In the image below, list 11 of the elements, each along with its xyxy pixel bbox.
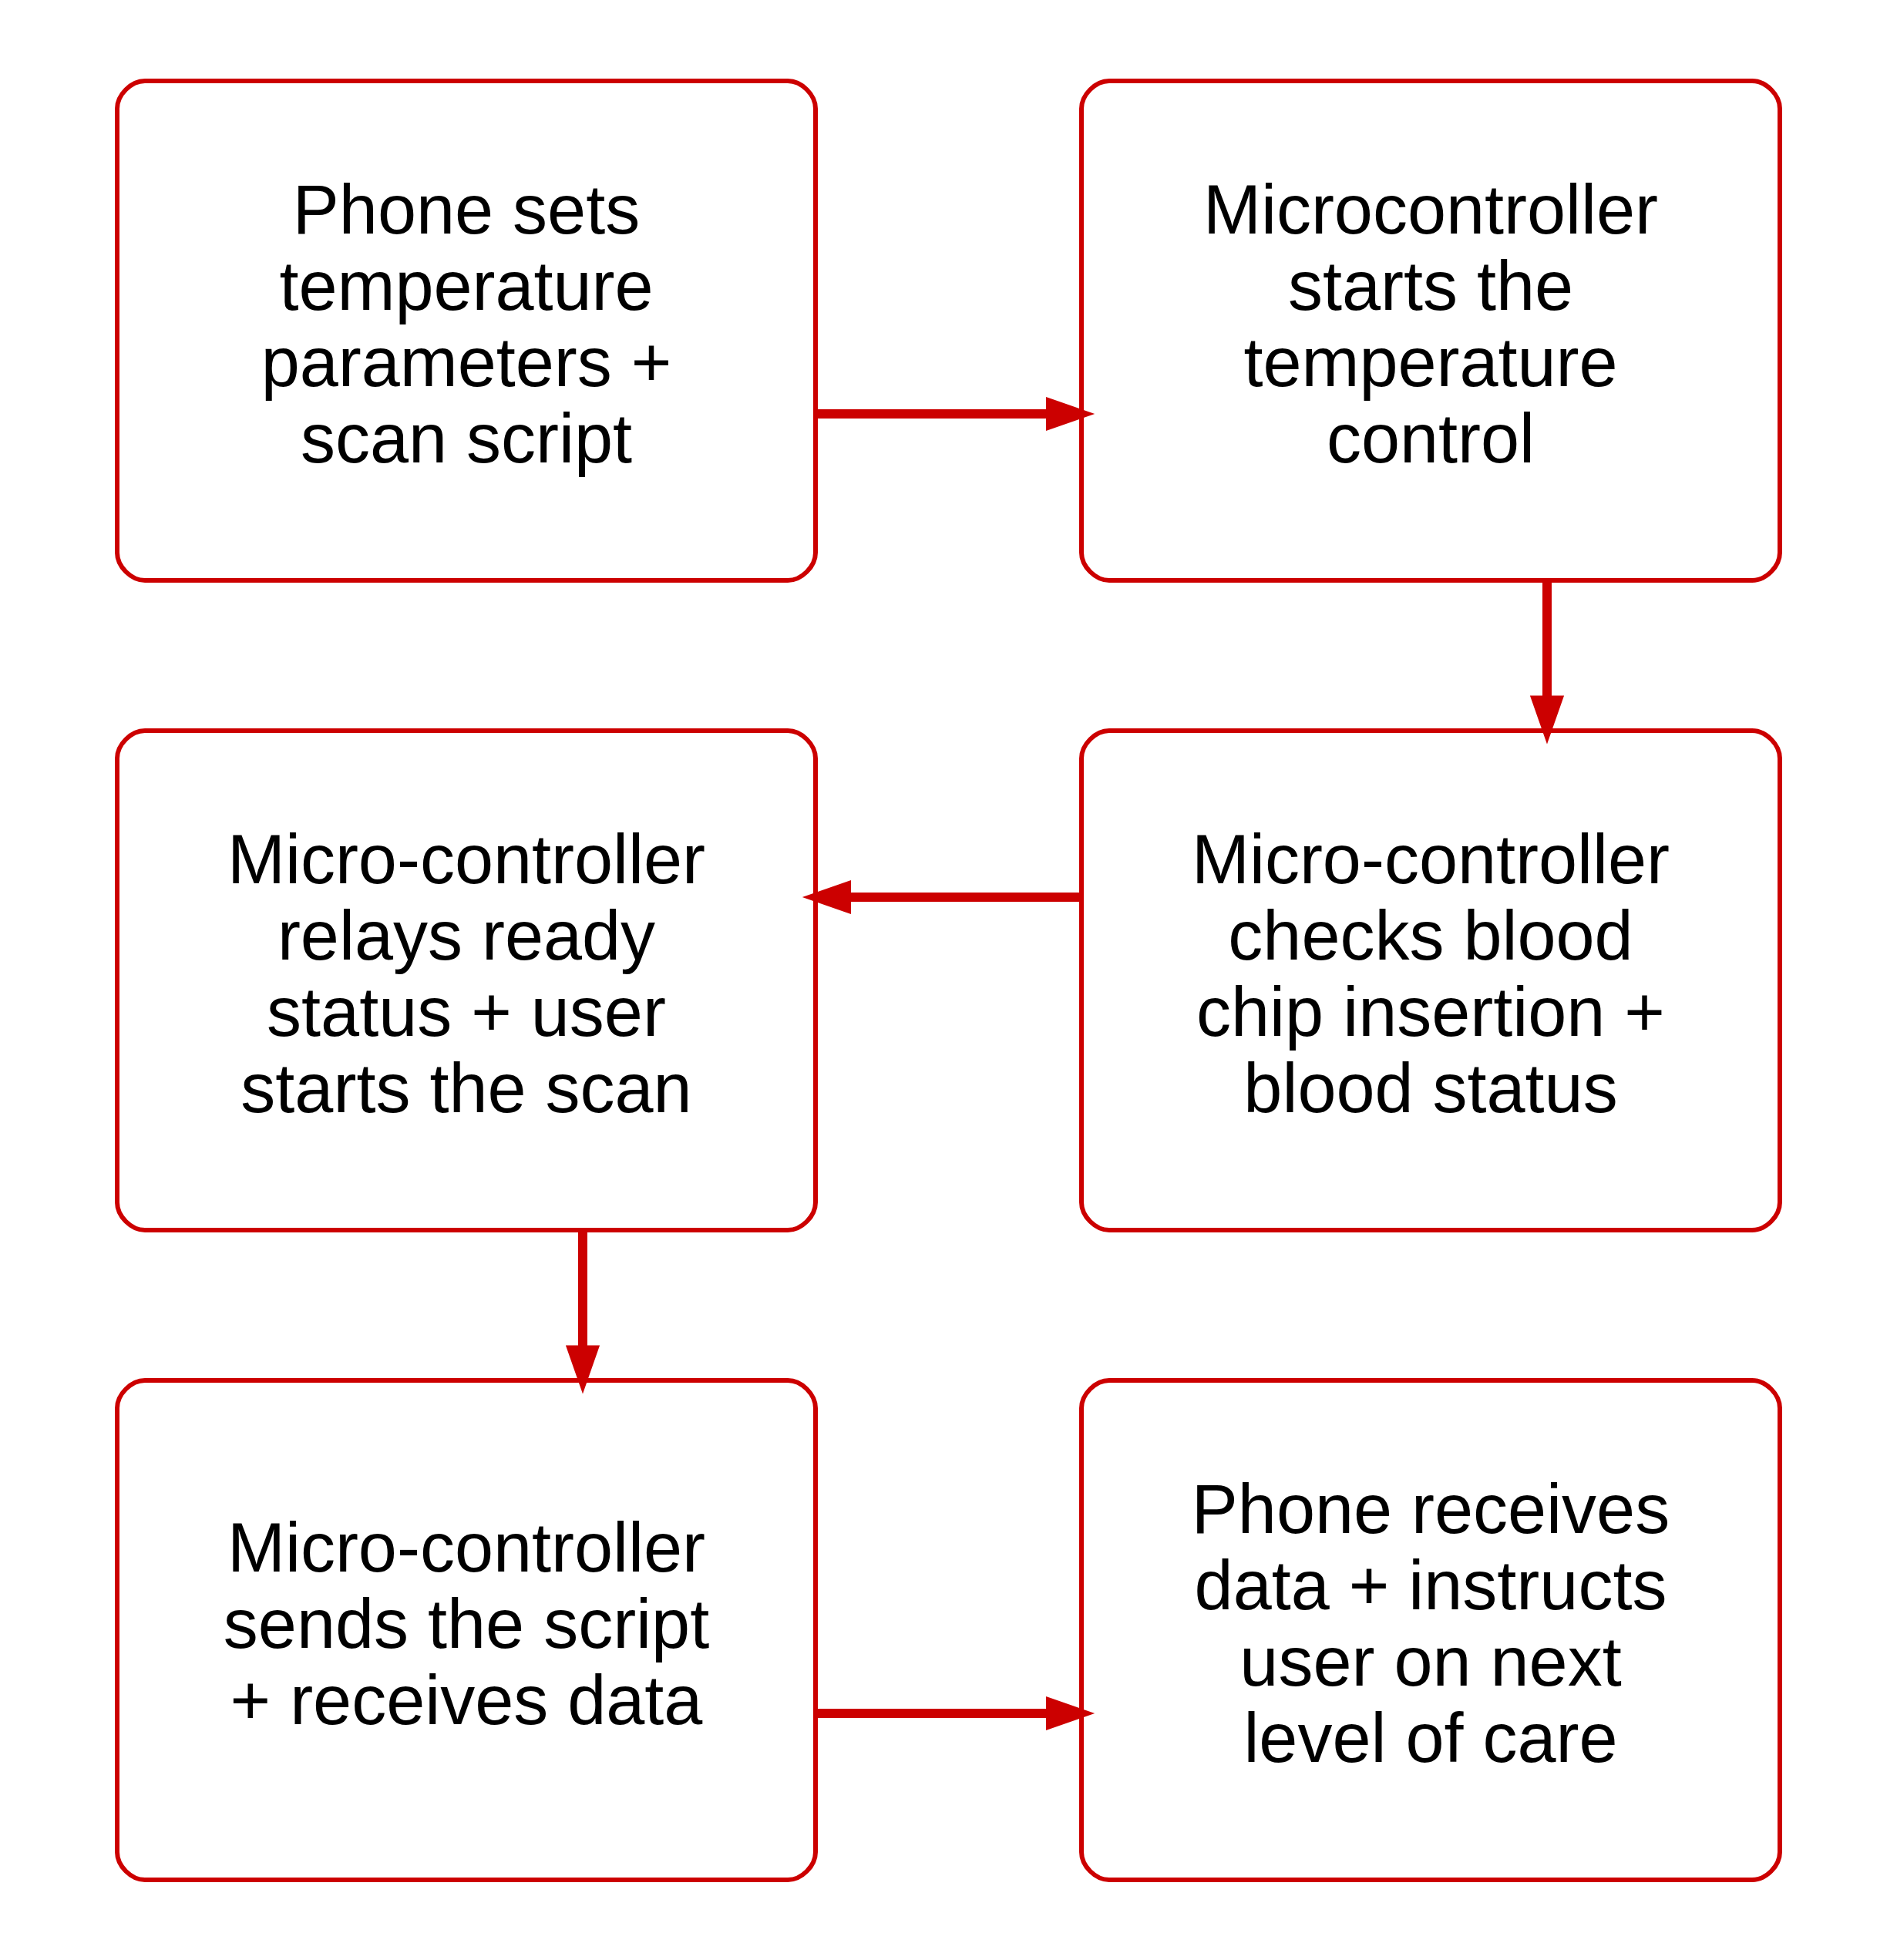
arrow (816, 396, 1095, 431)
node-box: Micro-controller checks blood chip insertion + blood status (1079, 728, 1782, 1232)
arrow (802, 879, 1081, 914)
node-box: Microcontroller starts the temperature control (1079, 78, 1782, 583)
node-box: Phone sets temperature parameters + scan script (115, 78, 818, 583)
node-box: Micro-controller sends the script + receives data (115, 1377, 818, 1882)
arrow (1529, 580, 1565, 745)
node-box: Phone receives data + instructs user on next level of care (1079, 1377, 1782, 1882)
arrow (816, 1696, 1095, 1730)
arrow (565, 1230, 600, 1394)
node-box: Micro-controller relays ready status + user starts the scan (115, 728, 818, 1232)
